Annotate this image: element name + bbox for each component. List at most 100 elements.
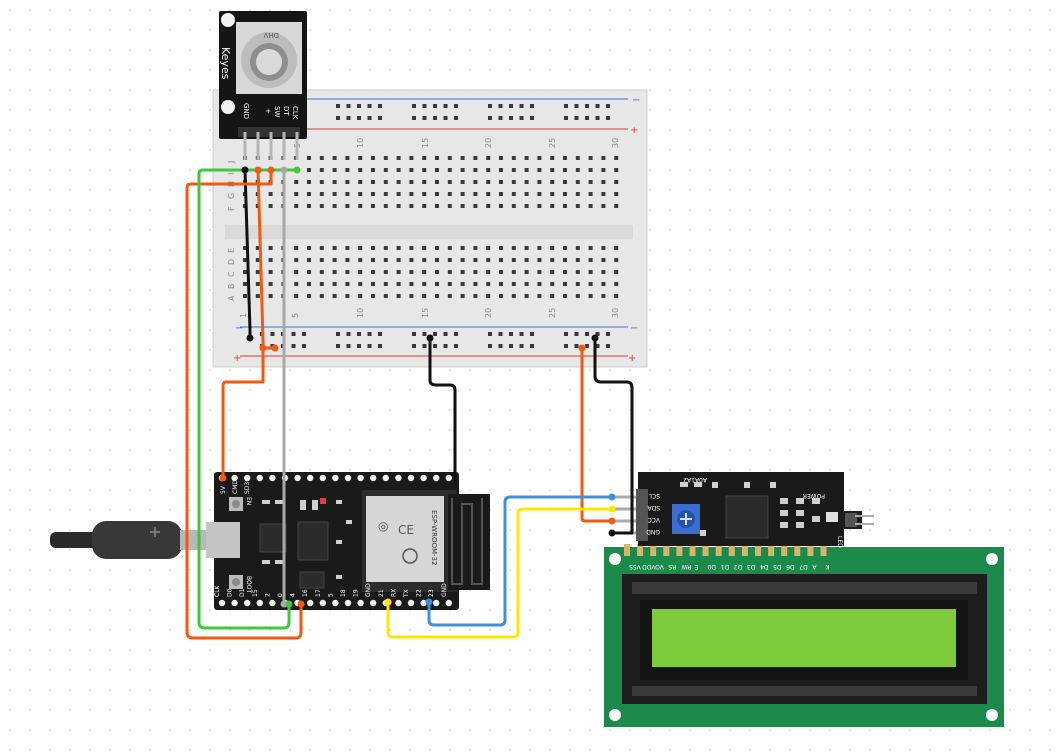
breadboard-hole xyxy=(435,246,439,250)
rail-hole xyxy=(336,116,340,120)
esp32-pin-top[interactable] xyxy=(244,474,251,482)
wire-i2c-sda[interactable] xyxy=(386,507,614,639)
esp32-pin-top[interactable] xyxy=(231,474,238,482)
esp32-pin-bottom[interactable] xyxy=(407,599,415,607)
rail-hole xyxy=(530,344,534,348)
esp32-pin-top[interactable] xyxy=(307,474,314,482)
esp32-pin-bottom[interactable] xyxy=(433,599,440,607)
breadboard-hole xyxy=(614,270,619,274)
breadboard-hole xyxy=(486,192,491,196)
esp32-pin-bottom[interactable] xyxy=(319,599,326,607)
esp32-pin-bottom[interactable] xyxy=(332,599,339,607)
esp32-pin-top[interactable] xyxy=(395,474,402,482)
esp32-pin-bottom[interactable] xyxy=(370,599,377,607)
esp32-pin-bottom[interactable] xyxy=(420,599,427,607)
breadboard-hole xyxy=(563,246,567,250)
breadboard-hole xyxy=(563,270,567,274)
rail-hole xyxy=(378,332,382,336)
breadboard-hole xyxy=(307,282,311,286)
breadboard-hole xyxy=(422,168,427,172)
esp32-pin-top[interactable] xyxy=(319,474,326,482)
lcd-pin xyxy=(794,544,801,556)
breadboard-hole xyxy=(537,258,542,262)
breadboard-hole xyxy=(332,204,337,208)
breadboard-hole xyxy=(524,180,529,184)
breadboard-hole xyxy=(409,204,414,208)
wire-5v-to-rail[interactable] xyxy=(221,348,265,480)
esp32-pin-top[interactable] xyxy=(256,474,263,482)
breadboard-hole xyxy=(601,246,606,250)
esp32-pin-bottom[interactable] xyxy=(395,599,402,607)
wire-lcd-gnd[interactable] xyxy=(593,336,634,535)
esp32-pin-top[interactable] xyxy=(344,474,352,482)
breadboard-hole xyxy=(537,246,542,250)
wire-lcd-vcc[interactable] xyxy=(580,346,614,523)
en-label: EN xyxy=(245,497,252,505)
lcd-pin-label: D6 xyxy=(786,563,795,570)
breadboard-hole xyxy=(319,294,324,298)
breadboard-hole xyxy=(383,204,388,208)
breadboard-hole xyxy=(601,258,606,262)
esp32-pin-top[interactable] xyxy=(407,474,415,482)
rail-plus-label-bottom-right: + xyxy=(628,353,636,364)
breadboard-hole xyxy=(294,258,299,262)
breadboard-hole xyxy=(409,282,414,286)
lcd-pin-label: D2 xyxy=(734,563,743,570)
rail-hole xyxy=(454,344,458,348)
esp32-pin-bottom[interactable] xyxy=(256,599,263,607)
col-number-15-top: 15 xyxy=(421,138,430,148)
wire-encoder-sw[interactable] xyxy=(185,168,303,640)
wire-encoder-vcc[interactable] xyxy=(256,168,277,350)
breadboard-hole xyxy=(371,192,375,196)
esp32-pin-bottom[interactable] xyxy=(269,599,276,607)
rail-hole xyxy=(443,116,448,120)
breadboard-hole xyxy=(409,294,414,298)
esp32-pin-bottom[interactable] xyxy=(357,599,364,607)
breadboard-hole xyxy=(563,156,567,160)
rail-hole xyxy=(378,344,382,348)
esp32-pin-bottom[interactable] xyxy=(218,599,226,607)
esp32-pin-bottom[interactable] xyxy=(445,599,452,607)
breadboard-hole xyxy=(447,156,452,160)
backpack-pin-vcc: VCC xyxy=(648,516,660,523)
rail-hole xyxy=(454,332,458,336)
wire-encoder-clk[interactable] xyxy=(197,168,299,630)
breadboard-hole xyxy=(332,156,337,160)
breadboard-hole xyxy=(473,192,478,196)
esp32-pin-bottom[interactable] xyxy=(307,599,314,607)
breadboard-hole xyxy=(524,168,529,172)
rail-hole xyxy=(422,116,427,120)
wire-i2c-scl[interactable] xyxy=(427,495,614,627)
lcd-pin-label: RW xyxy=(681,563,691,570)
esp32-pin-top[interactable] xyxy=(269,474,276,482)
esp32-pin-top[interactable] xyxy=(294,474,301,482)
esp32-pin-top[interactable] xyxy=(332,474,339,482)
wire-esp-gnd[interactable] xyxy=(428,336,457,482)
breadboard-hole xyxy=(383,282,388,286)
esp32-pin-top[interactable] xyxy=(370,474,377,482)
encoder-brand: Keyes xyxy=(219,47,232,80)
lcd-pin xyxy=(676,544,683,556)
esp32-bottom-pin-label: 21 xyxy=(378,589,385,597)
breadboard-hole xyxy=(294,282,299,286)
esp32-pin-bottom[interactable] xyxy=(244,599,251,607)
esp32-pin-top[interactable] xyxy=(357,474,364,482)
esp32-pin-top[interactable] xyxy=(420,474,427,482)
esp32-pin-top[interactable] xyxy=(382,474,389,482)
breadboard-hole xyxy=(473,156,478,160)
row-letter-a: A xyxy=(227,295,236,301)
breadboard-hole xyxy=(243,258,247,262)
breadboard-hole xyxy=(358,294,363,298)
breadboard-hole xyxy=(422,246,427,250)
breadboard-hole xyxy=(473,168,478,172)
esp32-pin-top[interactable] xyxy=(433,474,440,482)
breadboard-hole xyxy=(383,180,388,184)
esp32-bottom-pin-label: D1 xyxy=(239,588,246,597)
esp32-pin-bottom[interactable] xyxy=(344,599,352,607)
breadboard-hole xyxy=(588,258,593,262)
esp32-pin-top[interactable] xyxy=(445,474,452,482)
esp32-pin-bottom[interactable] xyxy=(231,599,238,607)
breadboard-hole xyxy=(409,246,414,250)
breadboard-hole xyxy=(460,156,465,160)
wroom-shield xyxy=(366,496,444,582)
